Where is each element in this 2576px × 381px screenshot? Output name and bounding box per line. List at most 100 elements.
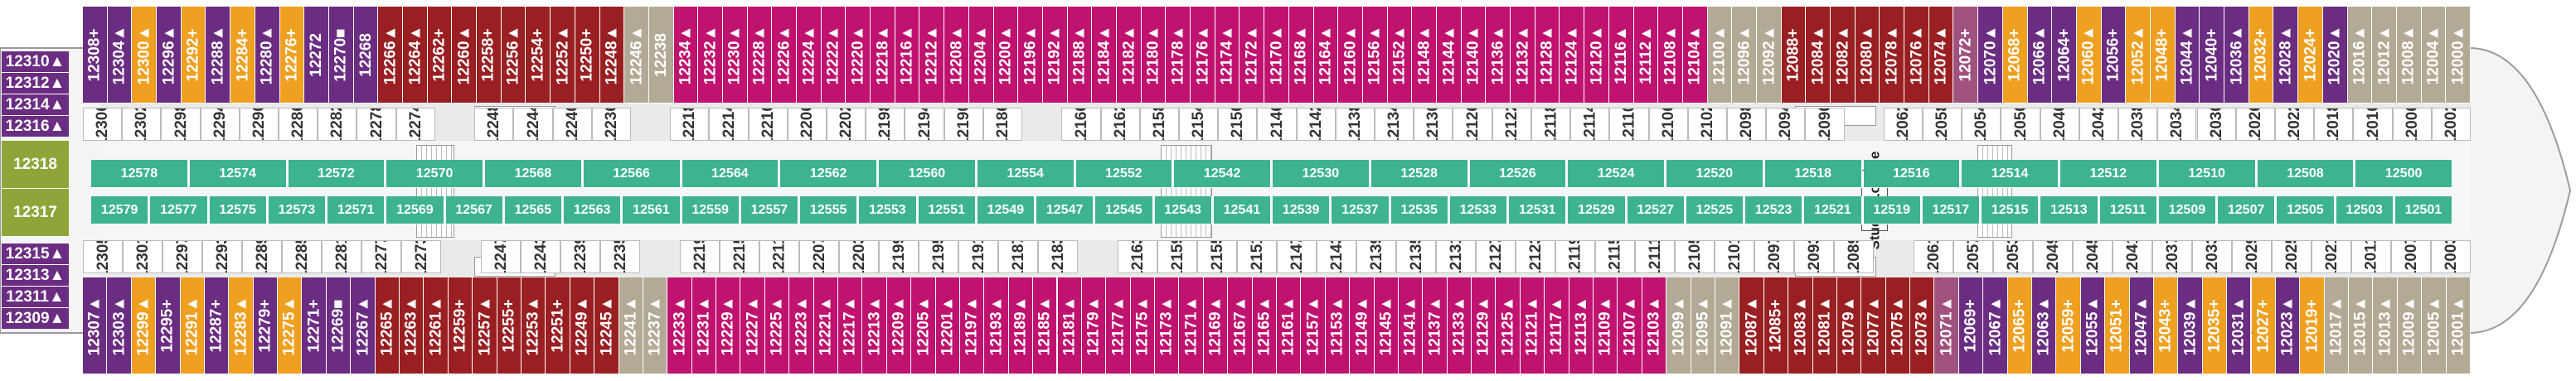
- cabin-12032[interactable]: 12032+: [2249, 7, 2274, 104]
- cabin-12012[interactable]: 12012▲: [2372, 7, 2397, 104]
- cabin-12026[interactable]: 12026: [2235, 108, 2275, 141]
- cabin-12552[interactable]: 12552: [1075, 160, 1173, 188]
- cabin-12280[interactable]: 12280▲: [255, 7, 280, 104]
- cabin-12080[interactable]: 12080▲: [1855, 7, 1880, 104]
- cabin-12105[interactable]: 12105: [1675, 240, 1715, 273]
- cabin-12056[interactable]: 12056+: [2101, 7, 2127, 104]
- cabin-12169[interactable]: 12169▲: [1203, 277, 1229, 374]
- cabin-12183[interactable]: 12183: [1038, 240, 1078, 273]
- cabin-12249[interactable]: 12249▲: [570, 277, 595, 374]
- cabin-12158[interactable]: 12158: [1139, 108, 1179, 141]
- cabin-12152[interactable]: 12152▲: [1387, 7, 1413, 104]
- cabin-12312[interactable]: 12312▲: [2, 73, 70, 94]
- cabin-12108[interactable]: 12108▲: [1658, 7, 1683, 104]
- cabin-12087[interactable]: 12087▲: [1739, 277, 1764, 374]
- cabin-12300[interactable]: 12300▲: [132, 7, 158, 104]
- cabin-12034[interactable]: 12034: [2157, 108, 2197, 141]
- cabin-12107[interactable]: 12107▲: [1618, 277, 1642, 374]
- cabin-12097[interactable]: 12097: [1754, 240, 1794, 273]
- cabin-12156[interactable]: 12156▲: [1362, 7, 1388, 104]
- cabin-12569[interactable]: 12569: [386, 196, 444, 224]
- cabin-12177[interactable]: 12177▲: [1106, 277, 1131, 374]
- cabin-12058[interactable]: 12058: [1923, 108, 1962, 141]
- cabin-12010[interactable]: 12010: [2353, 108, 2393, 141]
- cabin-12208[interactable]: 12208▲: [944, 7, 969, 104]
- cabin-12251[interactable]: 12251+: [546, 277, 570, 374]
- cabin-12206[interactable]: 12206: [787, 108, 827, 141]
- cabin-12028[interactable]: 12028▲: [2273, 7, 2299, 104]
- cabin-12200[interactable]: 12200▲: [993, 7, 1019, 104]
- cabin-12288[interactable]: 12288▲: [206, 7, 231, 104]
- cabin-12518[interactable]: 12518: [1764, 160, 1862, 188]
- cabin-12109[interactable]: 12109▲: [1594, 277, 1618, 374]
- cabin-12530[interactable]: 12530: [1273, 160, 1370, 188]
- cabin-12271[interactable]: 12271+: [302, 277, 327, 374]
- cabin-12157[interactable]: 12157▲: [1301, 277, 1326, 374]
- cabin-12090[interactable]: 12090: [1805, 108, 1845, 141]
- cabin-12061[interactable]: 12061: [1914, 240, 1953, 273]
- cabin-12185[interactable]: 12185▲: [1033, 277, 1058, 374]
- cabin-12521[interactable]: 12521: [1804, 196, 1862, 224]
- cabin-12219[interactable]: 12219: [680, 240, 720, 273]
- cabin-12255[interactable]: 12255+: [497, 277, 522, 374]
- cabin-12304[interactable]: 12304▲: [107, 7, 133, 104]
- cabin-12224[interactable]: 12224▲: [797, 7, 822, 104]
- cabin-12071[interactable]: 12071▲: [1934, 277, 1959, 374]
- cabin-12269[interactable]: 12269■: [326, 277, 352, 374]
- cabin-12095[interactable]: 12095▲: [1691, 277, 1715, 374]
- cabin-12165[interactable]: 12165▲: [1252, 277, 1277, 374]
- cabin-12119[interactable]: 12119: [1555, 240, 1595, 273]
- cabin-12050[interactable]: 12050: [2001, 108, 2040, 141]
- cabin-12513[interactable]: 12513: [2040, 196, 2098, 224]
- cabin-12013[interactable]: 12013▲: [2373, 277, 2398, 374]
- cabin-12501[interactable]: 12501: [2394, 196, 2452, 224]
- cabin-12131[interactable]: 12131: [1436, 240, 1476, 273]
- cabin-12252[interactable]: 12252▲: [551, 7, 575, 104]
- cabin-12268[interactable]: 12268: [353, 7, 379, 104]
- cabin-12076[interactable]: 12076▲: [1904, 7, 1929, 104]
- cabin-12005[interactable]: 12005▲: [2422, 277, 2447, 374]
- cabin-12079[interactable]: 12079▲: [1836, 277, 1862, 374]
- cabin-12053[interactable]: 12053: [1993, 240, 2033, 273]
- cabin-12060[interactable]: 12060▲: [2076, 7, 2102, 104]
- cabin-12240[interactable]: 12240: [552, 108, 592, 141]
- cabin-12093[interactable]: 12093: [1794, 240, 1834, 273]
- cabin-12047[interactable]: 12047▲: [2129, 277, 2154, 374]
- cabin-12112[interactable]: 12112▲: [1633, 7, 1659, 104]
- cabin-12186[interactable]: 12186: [982, 108, 1023, 141]
- cabin-12017[interactable]: 12017▲: [2324, 277, 2350, 374]
- cabin-12510[interactable]: 12510: [2158, 160, 2256, 188]
- cabin-12528[interactable]: 12528: [1370, 160, 1468, 188]
- cabin-12306[interactable]: 12306: [83, 108, 123, 141]
- cabin-12173[interactable]: 12173▲: [1155, 277, 1180, 374]
- cabin-12106[interactable]: 12106: [1648, 108, 1688, 141]
- cabin-12241[interactable]: 12241▲: [619, 277, 643, 374]
- cabin-12285[interactable]: 12285: [282, 240, 322, 273]
- cabin-12162[interactable]: 12162: [1100, 108, 1140, 141]
- cabin-12515[interactable]: 12515: [1982, 196, 2040, 224]
- cabin-12210[interactable]: 12210: [748, 108, 788, 141]
- cabin-12122[interactable]: 12122: [1492, 108, 1531, 141]
- cabin-12204[interactable]: 12204▲: [968, 7, 994, 104]
- cabin-12096[interactable]: 12096▲: [1732, 7, 1757, 104]
- cabin-12042[interactable]: 12042: [2079, 108, 2119, 141]
- cabin-12118[interactable]: 12118: [1531, 108, 1571, 141]
- cabin-12211[interactable]: 12211: [759, 240, 799, 273]
- cabin-12234[interactable]: 12234▲: [673, 7, 699, 104]
- cabin-12001[interactable]: 12001▲: [2446, 277, 2471, 374]
- cabin-12511[interactable]: 12511: [2099, 196, 2157, 224]
- cabin-12020[interactable]: 12020▲: [2322, 7, 2348, 104]
- cabin-12254[interactable]: 12254+: [526, 7, 551, 104]
- cabin-12194[interactable]: 12194: [905, 108, 944, 141]
- cabin-12135[interactable]: 12135: [1396, 240, 1436, 273]
- cabin-12305[interactable]: 12305: [83, 240, 123, 273]
- cabin-12315[interactable]: 12315▲: [2, 244, 70, 265]
- cabin-12068[interactable]: 12068+: [2002, 7, 2028, 104]
- cabin-12270[interactable]: 12270■: [328, 7, 354, 104]
- cabin-12227[interactable]: 12227▲: [740, 277, 765, 374]
- cabin-12049[interactable]: 12049: [2033, 240, 2073, 273]
- cabin-12245[interactable]: 12245▲: [594, 277, 619, 374]
- cabin-12114[interactable]: 12114: [1570, 108, 1610, 141]
- cabin-12146[interactable]: 12146: [1257, 108, 1297, 141]
- cabin-12007[interactable]: 12007: [2391, 240, 2431, 273]
